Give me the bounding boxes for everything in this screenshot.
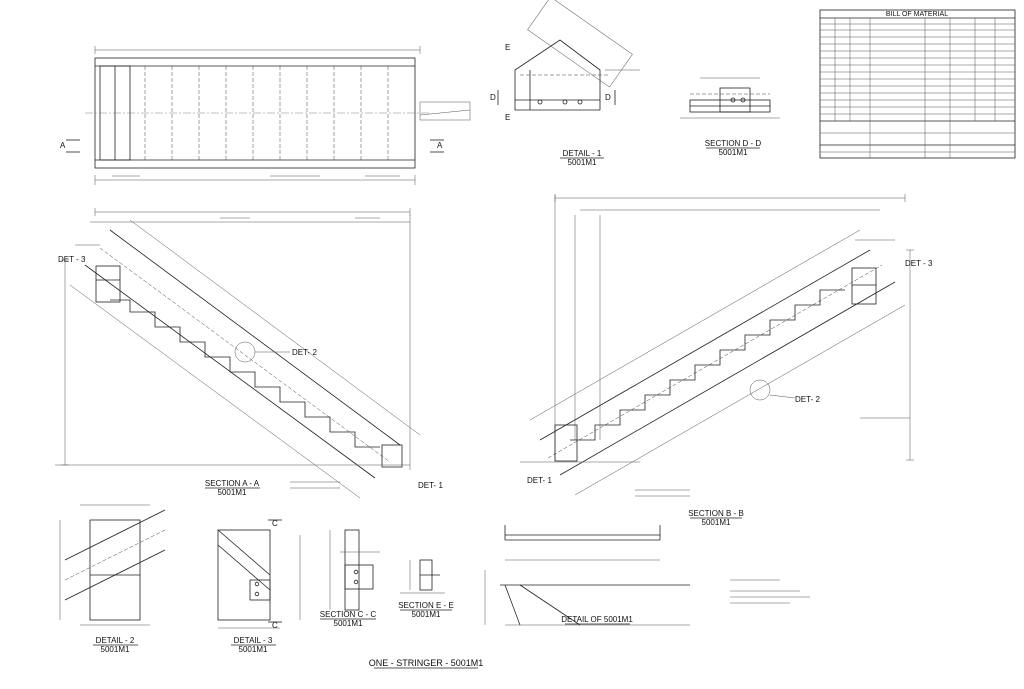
section-bb: DET - 3 DET- 2 DET- 1 SECTION B - B 5001… — [520, 194, 933, 527]
section-bb-ref: 5001M1 — [702, 518, 731, 527]
section-aa: DET - 3 DET- 2 DET- 1 SECTION A - A 5001… — [55, 208, 443, 499]
cut-a-right-label: A — [437, 141, 443, 150]
section-aa-ref: 5001M1 — [218, 488, 247, 497]
cut-c-top-label: C — [272, 519, 278, 528]
section-ee-ref: 5001M1 — [412, 610, 441, 619]
cut-e-top-label: E — [505, 43, 510, 52]
detail-2-ref: 5001M1 — [101, 645, 130, 654]
detail-1: E E D D DETAIL - 1 5001M1 — [490, 0, 640, 167]
plan-view: A A — [60, 46, 471, 185]
det-2-right-callout: DET- 2 — [795, 395, 820, 404]
detail-3: C C DETAIL - 3 5001M1 — [217, 519, 301, 654]
section-bb-title: SECTION B - B — [688, 509, 744, 518]
section-dd: SECTION D - D 5001M1 — [680, 77, 780, 157]
bom-title: BILL OF MATERIAL — [886, 11, 948, 18]
detail-of-title: DETAIL OF 5001M1 — [561, 615, 633, 624]
section-cc-ref: 5001M1 — [334, 619, 363, 628]
section-cc: SECTION C - C 5001M1 — [320, 529, 380, 628]
detail-1-title: DETAIL - 1 — [563, 149, 602, 158]
det-3-left-callout: DET - 3 — [58, 255, 86, 264]
detail-1-ref: 5001M1 — [568, 158, 597, 167]
section-ee-title: SECTION E - E — [398, 601, 454, 610]
bill-of-material-table: BILL OF MATERIAL — [819, 9, 1016, 159]
cut-c-bottom-label: C — [272, 621, 278, 630]
cut-d-left-label: D — [490, 93, 496, 102]
shop-notes — [730, 579, 810, 604]
det-3-right-callout: DET - 3 — [905, 259, 933, 268]
main-title-text: ONE - STRINGER - 5001M1 — [369, 658, 484, 668]
detail-3-ref: 5001M1 — [239, 645, 268, 654]
main-title: ONE - STRINGER - 5001M1 — [369, 658, 484, 669]
det-1-left-callout: DET- 1 — [418, 481, 443, 490]
cut-d-right-label: D — [605, 93, 611, 102]
cut-e-bottom-label: E — [505, 113, 510, 122]
cut-a-left-label: A — [60, 141, 66, 150]
detail-3-title: DETAIL - 3 — [234, 636, 273, 645]
det-1-right-callout: DET- 1 — [527, 476, 552, 485]
section-dd-ref: 5001M1 — [719, 148, 748, 157]
section-dd-title: SECTION D - D — [705, 139, 762, 148]
detail-2: DETAIL - 2 5001M1 — [59, 504, 166, 654]
detail-2-title: DETAIL - 2 — [96, 636, 135, 645]
section-cc-title: SECTION C - C — [320, 610, 377, 619]
section-aa-title: SECTION A - A — [205, 479, 260, 488]
det-2-left-callout: DET- 2 — [292, 348, 317, 357]
section-ee: SECTION E - E 5001M1 — [398, 559, 454, 619]
detail-of-5001m1: DETAIL OF 5001M1 — [484, 525, 690, 626]
